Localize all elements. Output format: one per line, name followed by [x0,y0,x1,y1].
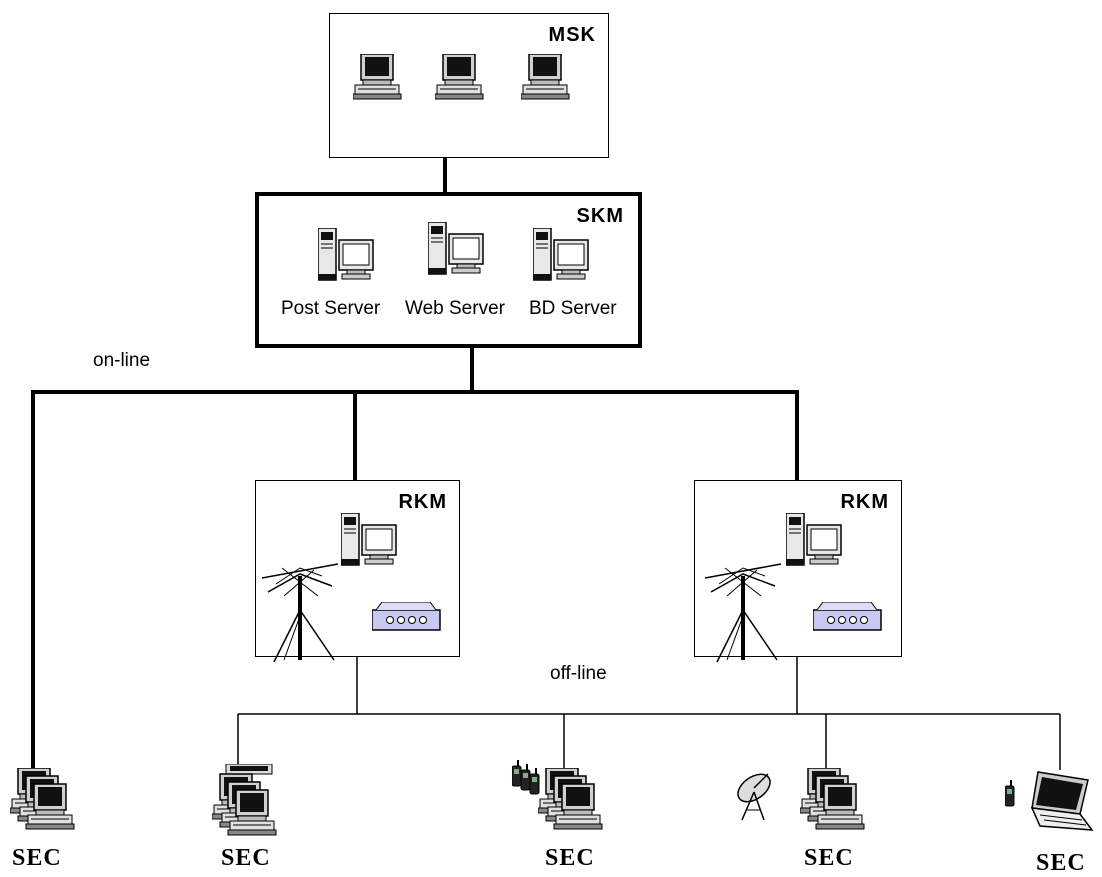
modem-icon [372,602,441,631]
antenna-icon [262,562,340,664]
post-server-icon [318,228,374,281]
rkm-right-title: RKM [840,491,889,513]
workstation-icon [521,54,570,100]
workstation-icon [353,54,402,100]
workstation-group-icon [800,768,865,830]
server-icon [341,513,397,566]
rkm-left-title: RKM [398,491,447,513]
db-server-label: BD Server [529,298,617,319]
web-server-icon [428,222,484,275]
server-rack-group-icon [212,764,277,836]
online-label: on-line [93,350,151,371]
sec-label: SEC [12,845,62,871]
sec-label: SEC [545,845,595,871]
db-server-icon [533,228,589,281]
workstation-icon [435,54,484,100]
modem-icon [813,602,882,631]
offline-bus [237,657,1061,770]
online-backbone [31,346,799,790]
phone-icon [1005,780,1015,807]
post-server-label: Post Server [281,298,381,319]
web-server-label: Web Server [405,298,505,319]
antenna-icon [705,562,783,664]
msk-title: MSK [548,24,596,46]
workstation-group-icon [10,768,75,830]
laptop-icon [1030,771,1094,831]
sec-label: SEC [221,845,271,871]
satellite-dish-icon [732,770,776,821]
offline-label: off-line [550,663,607,684]
sec-label: SEC [804,845,854,871]
server-icon [786,513,842,566]
workstation-group-icon [538,768,603,830]
skm-title: SKM [576,205,624,227]
sec-label: SEC [1036,850,1086,876]
